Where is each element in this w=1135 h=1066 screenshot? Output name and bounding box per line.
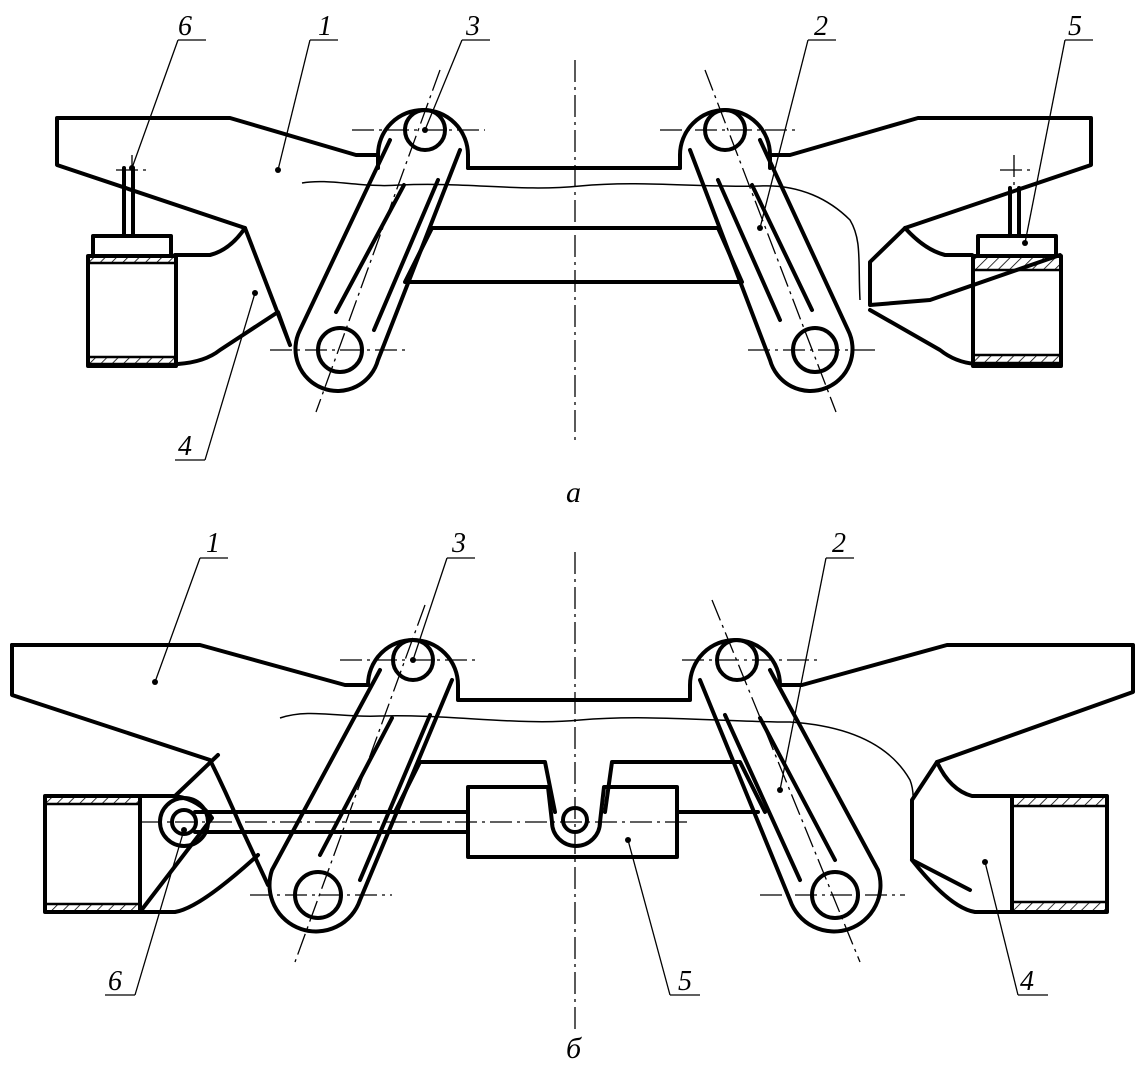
frame-b xyxy=(10,638,1135,892)
cylinder-right-b xyxy=(1010,794,1109,914)
label-2-b: 2 xyxy=(832,528,846,559)
cylinder-left-b-bottom-hatch xyxy=(43,902,142,914)
actuator-body-b xyxy=(466,785,679,859)
link-right-a-inner xyxy=(716,178,814,322)
cylinder-left-a xyxy=(86,254,178,368)
cylinder-left-b xyxy=(43,794,142,914)
label-1-b: 1 xyxy=(206,528,220,559)
break-line-a xyxy=(301,180,861,301)
label-4-a: 4 xyxy=(178,431,192,462)
cylinder-right-a-bottom-hatch xyxy=(971,353,1063,365)
central-window-a xyxy=(403,226,744,284)
label-4-b: 4 xyxy=(1020,966,1034,997)
link-left-a-inner xyxy=(334,178,440,332)
figure-b: 1 3 2 6 5 4 б xyxy=(10,528,1135,1065)
cylinder-right-b-bottom-hatch xyxy=(1010,900,1109,914)
cylinder-right-b-top-hatch xyxy=(1010,794,1109,808)
leaders-b xyxy=(105,557,1048,996)
cylinder-right-a-cap xyxy=(976,234,1058,258)
cylinder-right-a xyxy=(971,254,1063,368)
label-1-a: 1 xyxy=(318,11,332,42)
frame-a xyxy=(55,108,1093,307)
link-right-a xyxy=(688,138,855,393)
link-right-b xyxy=(698,668,883,934)
label-6-a: 6 xyxy=(178,11,192,42)
caption-b: б xyxy=(566,1032,582,1065)
label-6-b: 6 xyxy=(108,966,122,997)
link-left-b xyxy=(267,668,454,934)
figure-a: 6 1 3 2 5 4 а xyxy=(55,11,1093,509)
label-5-b: 5 xyxy=(678,966,692,997)
label-2-a: 2 xyxy=(814,11,828,42)
cylinder-left-a-bottom-hatch xyxy=(86,355,178,366)
centerlines-b xyxy=(140,599,905,963)
leaders-a xyxy=(129,39,1093,461)
bracket-right-b xyxy=(910,760,1014,914)
cylinder-right-a-top-hatch xyxy=(971,254,1063,272)
actuator-pin-b xyxy=(561,806,589,834)
cylinder-left-a-cap xyxy=(91,234,173,258)
break-line-b xyxy=(279,712,914,861)
link-left-b-inner xyxy=(318,713,432,882)
cylinder-left-b-top-hatch xyxy=(43,794,142,806)
caption-a: а xyxy=(566,476,581,509)
bracket-right-a xyxy=(868,226,977,366)
link-right-b-inner xyxy=(723,713,837,882)
label-5-a: 5 xyxy=(1068,11,1082,42)
central-window-b xyxy=(393,760,767,814)
bracket-left-a xyxy=(173,226,292,366)
label-3-a: 3 xyxy=(465,11,480,42)
link-left-a xyxy=(293,138,462,393)
label-3-b: 3 xyxy=(451,528,466,559)
